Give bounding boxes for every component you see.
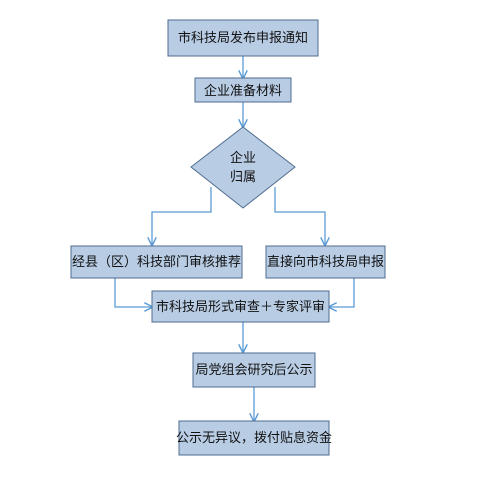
node-review: 市科技局形式审查＋专家评审 bbox=[151, 290, 330, 323]
decision-label-line2: 归属 bbox=[230, 170, 256, 185]
node-prepare-label: 企业准备材料 bbox=[204, 83, 282, 99]
node-notice-label: 市科技局发布申报通知 bbox=[178, 30, 308, 46]
node-notice: 市科技局发布申报通知 bbox=[167, 19, 319, 57]
arrow-direct-to-review bbox=[329, 278, 355, 307]
decision-label-line1: 企业 bbox=[230, 150, 256, 166]
node-party: 局党组会研究后公示 bbox=[192, 352, 316, 388]
node-direct: 直接向市科技局申报 bbox=[265, 245, 386, 279]
arrow-decision-to-direct bbox=[274, 187, 325, 245]
arrow-decision-to-county bbox=[152, 187, 212, 245]
node-county: 经县（区）科技部门审核推荐 bbox=[70, 245, 243, 279]
node-publicize: 公示无异议，拨付贴息资金 bbox=[176, 420, 332, 456]
node-decision: 企业 归属 bbox=[190, 126, 296, 209]
node-direct-label: 直接向市科技局申报 bbox=[267, 254, 384, 270]
node-review-label: 市科技局形式审查＋专家评审 bbox=[156, 299, 325, 315]
node-prepare: 企业准备材料 bbox=[194, 77, 292, 103]
node-party-label: 局党组会研究后公示 bbox=[195, 363, 312, 378]
arrow-county-to-review bbox=[114, 278, 152, 307]
node-county-label: 经县（区）科技部门审核推荐 bbox=[72, 255, 241, 270]
node-publicize-label: 公示无异议，拨付贴息资金 bbox=[176, 430, 332, 446]
